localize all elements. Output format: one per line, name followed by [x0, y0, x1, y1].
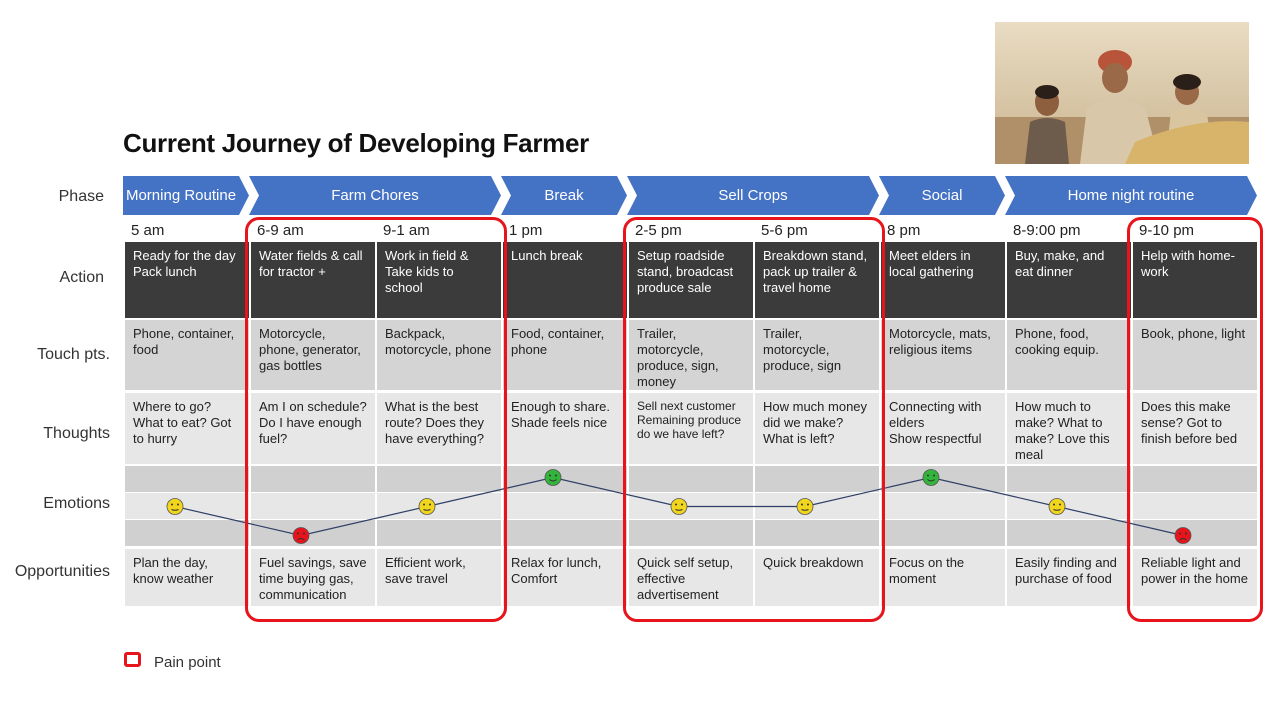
touch-point-cell: Phone, food, cooking equip. [1007, 320, 1131, 390]
pain-point-legend-label: Pain point [154, 654, 221, 671]
thought-cell: Does this make sense? Got to finish befo… [1133, 393, 1257, 464]
step-time: 5 am [131, 222, 165, 239]
touch-point-cell: Book, phone, light [1133, 320, 1257, 390]
opportunity-cell: Easily finding and purchase of food [1007, 549, 1131, 606]
emotion-band [125, 493, 249, 519]
photo-illustration [995, 22, 1249, 164]
action-cell: Help with home-work [1133, 242, 1257, 318]
thought-cell: Connecting with elders Show respectful [881, 393, 1005, 464]
touch-point-cell: Phone, container, food [125, 320, 249, 390]
touch-point-cell: Trailer, motorcycle, produce, sign [755, 320, 879, 390]
pain-point-outline [1127, 217, 1263, 622]
emotion-band [503, 520, 627, 546]
thought-cell: Am I on schedule? Do I have enough fuel? [251, 393, 375, 464]
opportunity-cell: Fuel savings, save time buying gas, comm… [251, 549, 375, 606]
step-time: 5-6 pm [761, 222, 808, 239]
step-time: 1 pm [509, 222, 543, 239]
action-cell: Breakdown stand, pack up trailer & trave… [755, 242, 879, 318]
opportunity-cell: Reliable light and power in the home [1133, 549, 1257, 606]
thought-cell: Where to go? What to eat? Got to hurry [125, 393, 249, 464]
phase-label: Farm Chores [331, 186, 419, 204]
touch-point-cell: Trailer, motorcycle, produce, sign, mone… [629, 320, 753, 390]
phase-label: Sell Crops [718, 186, 788, 204]
touch-point-cell: Food, container, phone [503, 320, 627, 390]
opportunity-cell: Efficient work, save travel [377, 549, 501, 606]
opportunity-cell: Focus on the moment [881, 549, 1005, 606]
page-title: Current Journey of Developing Farmer [123, 128, 589, 158]
emotion-band [881, 520, 1005, 546]
pain-point-outline [623, 217, 885, 622]
emotion-band [125, 520, 249, 546]
emotion-band [881, 493, 1005, 519]
phase-label: Break [544, 186, 584, 204]
row-label-touch-points: Touch pts. [37, 346, 110, 363]
opportunity-cell: Plan the day, know weather [125, 549, 249, 606]
step-time: 9-10 pm [1139, 222, 1195, 239]
action-cell: Lunch break [503, 242, 627, 318]
thought-cell: What is the best route? Does they have e… [377, 393, 501, 464]
action-cell: Buy, make, and eat dinner [1007, 242, 1131, 318]
phase-label: Morning Routine [125, 186, 237, 204]
emotion-band [503, 466, 627, 492]
action-cell: Water fields & call for tractor + [251, 242, 375, 318]
opportunity-cell: Quick breakdown [755, 549, 879, 606]
step-time: 8-9:00 pm [1013, 222, 1081, 239]
emotion-band [503, 493, 627, 519]
emotion-band [1007, 520, 1131, 546]
touch-point-cell: Backpack, motorcycle, phone [377, 320, 501, 390]
action-cell: Ready for the day Pack lunch [125, 242, 249, 318]
thought-cell: How much money did we make? What is left… [755, 393, 879, 464]
touch-point-cell: Motorcycle, mats, religious items [881, 320, 1005, 390]
action-cell: Meet elders in local gathering [881, 242, 1005, 318]
action-cell: Setup roadside stand, broadcast produce … [629, 242, 753, 318]
step-time: 9-1 am [383, 222, 430, 239]
row-label-phase: Phase [58, 188, 104, 205]
thought-cell: How much to make? What to make? Love thi… [1007, 393, 1131, 464]
phase-label: Social [921, 186, 963, 204]
action-cell: Work in field & Take kids to school [377, 242, 501, 318]
emotion-band [881, 466, 1005, 492]
opportunity-cell: Quick self setup, effective advertisemen… [629, 549, 753, 606]
thought-cell: Sell next customer Remaining produce do … [629, 393, 753, 464]
farmer-family-photo [995, 22, 1249, 164]
step-time: 6-9 am [257, 222, 304, 239]
opportunity-cell: Relax for lunch, Comfort [503, 549, 627, 606]
touch-point-cell: Motorcycle, phone, generator, gas bottle… [251, 320, 375, 390]
phase-label: Home night routine [1067, 186, 1195, 204]
emotion-band [1007, 493, 1131, 519]
row-label-emotions: Emotions [43, 495, 110, 512]
emotion-band [125, 466, 249, 492]
row-label-action: Action [59, 269, 104, 286]
step-time: 8 pm [887, 222, 921, 239]
pain-point-outline [245, 217, 507, 622]
pain-point-legend-swatch [124, 652, 141, 667]
row-label-thoughts: Thoughts [43, 425, 110, 442]
emotion-band [1007, 466, 1131, 492]
row-label-opportunities: Opportunities [14, 563, 110, 580]
step-time: 2-5 pm [635, 222, 682, 239]
thought-cell: Enough to share. Shade feels nice [503, 393, 627, 464]
